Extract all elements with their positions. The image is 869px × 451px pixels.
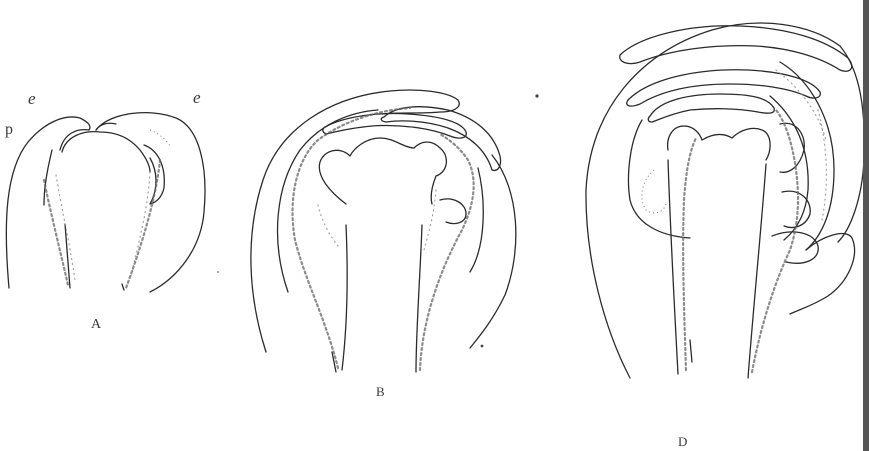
figure-b-apex — [319, 138, 446, 204]
figure-b-outer-right — [470, 155, 516, 348]
figure-d-vascular-right — [752, 110, 798, 372]
figure-b-vascular-inner-left — [318, 205, 338, 246]
figure-a-stem-right — [122, 284, 124, 290]
figure-b-vascular-outer-left — [293, 108, 410, 368]
figure-a-vascular-left — [44, 180, 68, 285]
figure-d-outer-right — [838, 46, 864, 242]
figure-b-vascular-outer-right — [420, 134, 474, 370]
figure-a-dotted-tip — [150, 130, 170, 146]
figure-d-apex — [668, 126, 770, 160]
figure-d-stem-base-left — [690, 340, 692, 362]
figure-d-stem-left — [668, 160, 678, 374]
figure-d: D — [586, 23, 864, 449]
figure-b-stem-left — [342, 225, 347, 370]
figure-d-right-leaf-inner — [770, 96, 808, 240]
figure-d-outer-outline — [586, 23, 840, 378]
figure-b-inner-right — [470, 168, 483, 272]
figure-d-vascular-left — [683, 138, 696, 370]
figure-a-vascular-right — [126, 160, 160, 288]
speck — [481, 345, 484, 348]
figure-d-second-leaf — [627, 70, 821, 106]
figure-a-right-leaf — [96, 123, 116, 130]
figure-a-apex — [62, 132, 150, 172]
figure-d-caption: D — [678, 434, 687, 449]
figure-a-caption: A — [91, 317, 102, 332]
figure-b: B — [251, 90, 516, 399]
figure-d-third-leaf — [648, 94, 774, 122]
figure-b-upper-leaf — [381, 107, 500, 171]
figure-a-label-p: p — [5, 121, 13, 138]
figure-d-vascular-right-outer — [818, 110, 826, 220]
page-edge — [863, 0, 869, 451]
speck — [217, 271, 219, 273]
figure-a-label-e-left: e — [28, 89, 36, 108]
figure-d-sheath — [629, 120, 691, 238]
figure-a-outer-outline — [6, 113, 205, 292]
figure-d-left-primordium — [642, 170, 666, 213]
figure-d-lower-bulge — [790, 234, 855, 314]
figure-d-right-primordium-3 — [772, 232, 818, 263]
figure-a-label-e-right: e — [193, 88, 201, 107]
figure-a: e e p A — [5, 88, 205, 332]
speck — [535, 94, 538, 97]
figure-b-caption: B — [376, 384, 385, 399]
figure-b-vascular-inner-right — [424, 190, 436, 250]
figure-b-primordium-right — [440, 199, 466, 224]
